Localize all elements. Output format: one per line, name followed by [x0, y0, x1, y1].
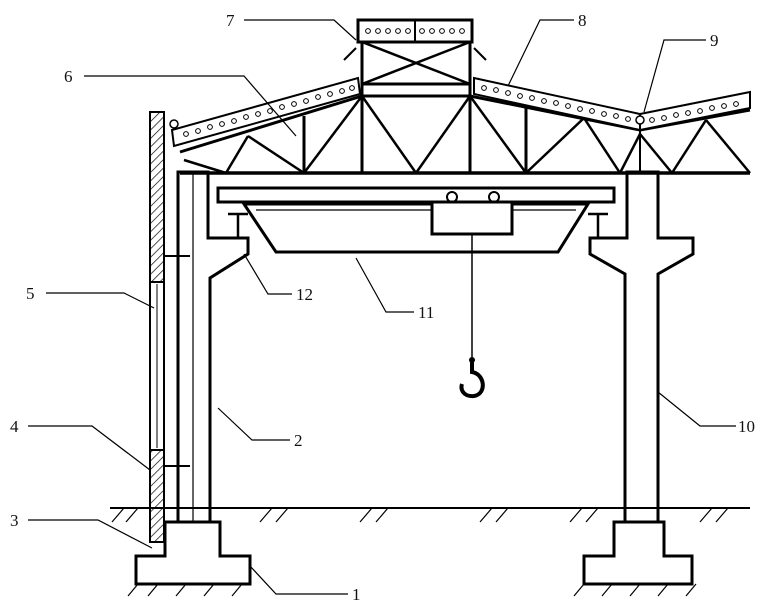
roof-panels	[170, 76, 751, 148]
crane-girder	[216, 186, 616, 254]
skylight	[343, 18, 487, 86]
label-3: 3	[10, 511, 19, 530]
skylight-holes	[365, 28, 465, 34]
roof-truss	[179, 84, 751, 175]
crane-hook	[459, 234, 485, 399]
foundation-left	[134, 520, 252, 586]
label-2: 2	[294, 431, 303, 450]
ground	[110, 507, 750, 597]
leader-lines	[28, 19, 736, 595]
roof-joints	[169, 115, 645, 129]
label-5: 5	[26, 284, 35, 303]
crane-beam-bearing-right	[588, 212, 608, 238]
exterior-wall	[149, 111, 165, 543]
right-column	[588, 170, 695, 524]
crane-beam-bearing-left	[228, 212, 248, 238]
label-12: 12	[296, 285, 313, 304]
label-7: 7	[226, 11, 235, 30]
left-column	[164, 170, 250, 524]
roof-panel-holes	[183, 85, 739, 137]
crane-trolley	[430, 191, 514, 236]
label-1: 1	[352, 585, 361, 602]
label-6: 6	[64, 67, 73, 86]
label-8: 8	[578, 11, 587, 30]
callout-labels: 1 2 3 4 5 6 7 8 9 10 11 12	[10, 11, 755, 602]
ground-hatching	[111, 507, 729, 597]
foundation-right	[582, 520, 694, 586]
label-10: 10	[738, 417, 755, 436]
label-4: 4	[10, 417, 19, 436]
label-9: 9	[710, 31, 719, 50]
label-11: 11	[418, 303, 434, 322]
